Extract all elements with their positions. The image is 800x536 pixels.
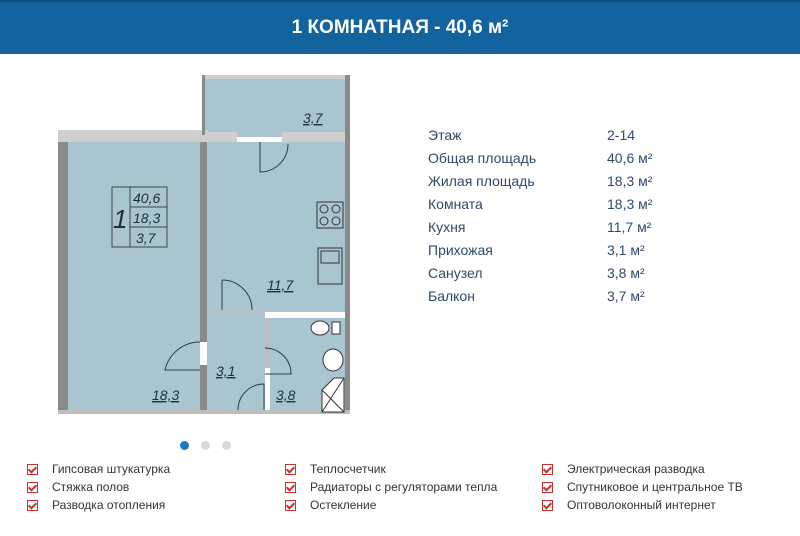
checkbox-checked-icon bbox=[27, 463, 38, 475]
room-living-area: 18,3 bbox=[152, 387, 179, 403]
checkbox-checked-icon bbox=[285, 481, 296, 493]
page-header: 1 КОМНАТНАЯ - 40,6 м² bbox=[0, 0, 800, 54]
spec-row: Этаж 2-14 bbox=[428, 123, 652, 146]
amenity-label: Оптоволоконный интернет bbox=[567, 498, 716, 512]
checkbox-checked-icon bbox=[542, 499, 553, 511]
spec-label: Прихожая bbox=[428, 241, 493, 258]
spec-value: 3,1 м² bbox=[607, 241, 645, 258]
amenity-item: Гипсовая штукатурка bbox=[27, 460, 170, 478]
amenity-item: Оптоволоконный интернет bbox=[542, 496, 743, 514]
spec-row: Жилая площадь 18,3 м² bbox=[428, 169, 652, 192]
checkbox-checked-icon bbox=[285, 499, 296, 511]
badge-total: 40,6 bbox=[133, 190, 160, 206]
spec-value: 2-14 bbox=[607, 126, 636, 143]
floor-plan[interactable]: 1 40,6 18,3 3,7 18,3 11,7 3,1 3,8 3,7 bbox=[50, 70, 360, 430]
amenity-label: Спутниковое и центральное ТВ bbox=[567, 480, 743, 494]
amenities-column-1: Гипсовая штукатурка Стяжка полов Разводк… bbox=[27, 460, 170, 514]
room-kitchen-area: 11,7 bbox=[267, 277, 294, 293]
page-title: 1 КОМНАТНАЯ - 40,6 м² bbox=[291, 17, 509, 38]
carousel-dot-3[interactable] bbox=[222, 441, 231, 450]
spec-value: 3,7 м² bbox=[607, 287, 645, 304]
checkbox-checked-icon bbox=[542, 481, 553, 493]
amenity-item: Остекление bbox=[285, 496, 497, 514]
amenity-item: Радиаторы с регуляторами тепла bbox=[285, 478, 497, 496]
room-balcony-area: 3,7 bbox=[303, 110, 324, 126]
stove-icon bbox=[316, 201, 344, 229]
amenity-label: Гипсовая штукатурка bbox=[52, 462, 171, 476]
spec-row: Комната 18,3 м² bbox=[428, 192, 652, 215]
carousel-dot-1[interactable] bbox=[180, 441, 189, 450]
spec-label: Этаж bbox=[428, 126, 462, 143]
doors bbox=[164, 142, 292, 411]
spec-row: Санузел 3,8 м² bbox=[428, 261, 652, 284]
spec-label: Кухня bbox=[428, 218, 466, 235]
amenity-item: Электрическая разводка bbox=[542, 460, 743, 478]
amenity-label: Радиаторы с регуляторами тепла bbox=[310, 480, 498, 494]
washbasin-icon bbox=[322, 348, 344, 372]
amenity-label: Теплосчетчик bbox=[310, 462, 386, 476]
room-bath-area: 3,8 bbox=[276, 387, 296, 403]
amenities-column-2: Теплосчетчик Радиаторы с регуляторами те… bbox=[285, 460, 497, 514]
amenity-item: Разводка отопления bbox=[27, 496, 170, 514]
amenity-label: Стяжка полов bbox=[52, 480, 130, 494]
spec-label: Общая площадь bbox=[428, 149, 537, 166]
amenity-item: Теплосчетчик bbox=[285, 460, 497, 478]
badge-rooms: 1 bbox=[113, 204, 127, 234]
spec-row: Прихожая 3,1 м² bbox=[428, 238, 652, 261]
amenity-item: Спутниковое и центральное ТВ bbox=[542, 478, 743, 496]
checkbox-checked-icon bbox=[27, 499, 38, 511]
toilet-icon bbox=[310, 320, 341, 336]
checkbox-checked-icon bbox=[542, 463, 553, 475]
badge-living: 18,3 bbox=[133, 210, 160, 226]
checkbox-checked-icon bbox=[27, 481, 38, 493]
amenity-label: Разводка отопления bbox=[52, 498, 166, 512]
spec-label: Санузел bbox=[428, 264, 483, 281]
spec-row: Общая площадь 40,6 м² bbox=[428, 146, 652, 169]
room-hall-area: 3,1 bbox=[216, 363, 235, 379]
shower-icon bbox=[321, 377, 345, 413]
spec-value: 18,3 м² bbox=[607, 195, 653, 212]
carousel-dot-2[interactable] bbox=[201, 441, 210, 450]
spec-value: 3,8 м² bbox=[607, 264, 645, 281]
spec-row: Кухня 11,7 м² bbox=[428, 215, 652, 238]
badge-balcony: 3,7 bbox=[136, 230, 157, 246]
spec-label: Жилая площадь bbox=[428, 172, 535, 189]
amenity-label: Электрическая разводка bbox=[567, 462, 705, 476]
spec-row: Балкон 3,7 м² bbox=[428, 284, 652, 307]
specs-table: Этаж 2-14 Общая площадь 40,6 м² Жилая площ… bbox=[428, 123, 652, 307]
spec-value: 11,7 м² bbox=[607, 218, 652, 235]
amenity-label: Остекление bbox=[310, 498, 377, 512]
area-badge bbox=[111, 186, 168, 248]
sink-icon bbox=[317, 247, 343, 285]
spec-label: Балкон bbox=[428, 287, 475, 304]
spec-value: 18,3 м² bbox=[607, 172, 653, 189]
walls bbox=[58, 75, 350, 414]
carousel-dots bbox=[180, 441, 231, 450]
checkbox-checked-icon bbox=[285, 463, 296, 475]
spec-label: Комната bbox=[428, 195, 483, 212]
amenities-column-3: Электрическая разводка Спутниковое и цен… bbox=[542, 460, 743, 514]
spec-value: 40,6 м² bbox=[607, 149, 653, 166]
amenity-item: Стяжка полов bbox=[27, 478, 170, 496]
